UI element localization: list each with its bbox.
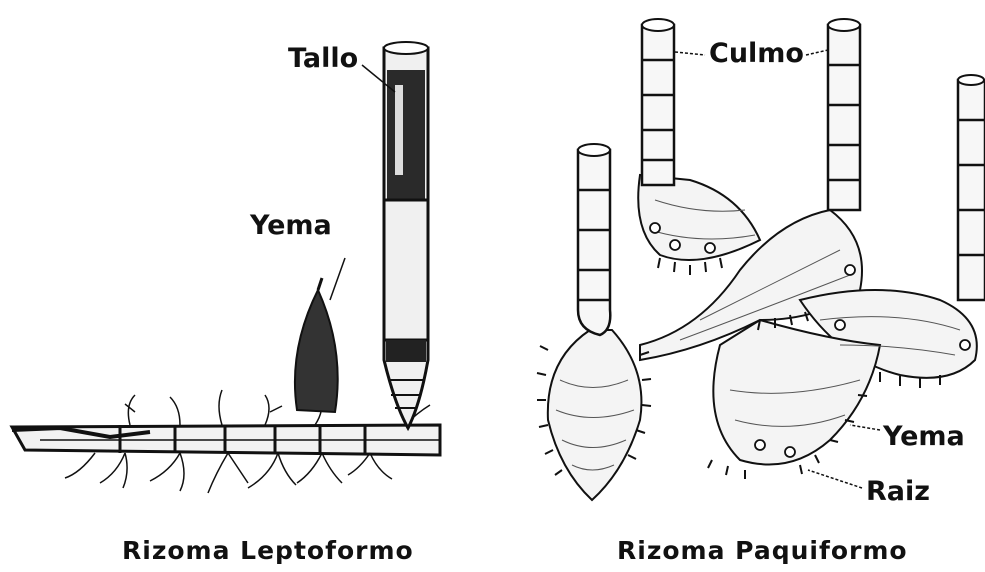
caption-leptomorph: Rizoma Leptoformo — [122, 538, 414, 563]
label-yema-right: Yema — [883, 423, 965, 450]
rhizome-segment-back-left — [638, 175, 760, 260]
culm-4 — [958, 80, 985, 300]
rhizome-segment-front — [548, 330, 642, 500]
culm-1 — [578, 150, 610, 335]
label-raiz: Raiz — [866, 478, 930, 505]
label-tallo: Tallo — [288, 45, 358, 72]
lateral-bud — [295, 290, 338, 412]
root-leader-line — [808, 470, 862, 488]
bud-leader-line — [330, 258, 345, 300]
caption-pachymorph: Rizoma Paquiformo — [617, 538, 908, 563]
culm-3 — [828, 25, 860, 210]
label-yema-left: Yema — [250, 212, 332, 239]
culm-leader-line-left — [675, 52, 705, 55]
culm-leader-line-right — [806, 50, 828, 55]
bud-leader-line — [850, 425, 880, 430]
label-culmo: Culmo — [709, 40, 804, 67]
leptomorph-illustration — [12, 42, 440, 493]
